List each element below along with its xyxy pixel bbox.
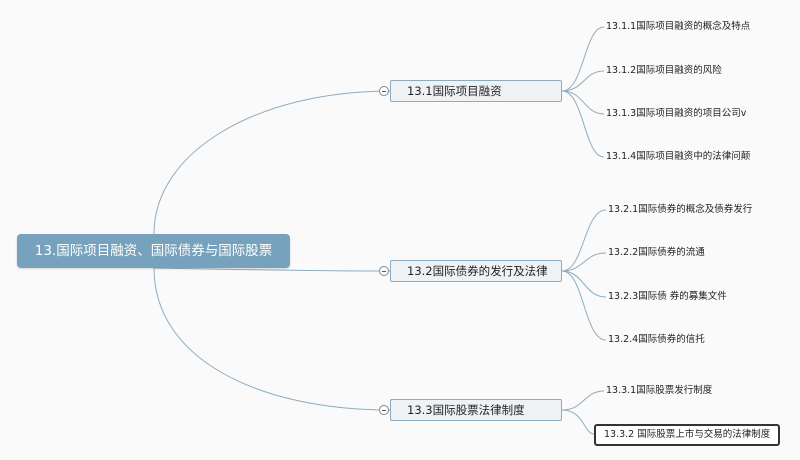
branch-topic[interactable]: 13.1国际项目融资 — [390, 80, 562, 102]
collapse-icon[interactable] — [379, 405, 389, 415]
root-topic[interactable]: 13.国际项目融资、国际债券与国际股票 — [17, 234, 290, 268]
collapse-icon[interactable] — [379, 86, 389, 96]
subtopic[interactable]: 13.2.2国际债券的流通 — [608, 247, 705, 258]
subtopic[interactable]: 13.1.3国际项目融资的项目公司v — [606, 108, 747, 119]
subtopic[interactable]: 13.1.2国际项目融资的风险 — [606, 65, 722, 76]
subtopic[interactable]: 13.2.4国际债券的信托 — [608, 334, 705, 345]
subtopic[interactable]: 13.2.1国际债券的概念及债券发行 — [608, 204, 753, 215]
subtopic[interactable]: 13.1.4国际项目融资中的法律问颠 — [606, 151, 751, 162]
subtopic[interactable]: 13.1.1国际项目融资的概念及特点 — [606, 21, 751, 32]
subtopic-selected[interactable]: 13.3.2 国际股票上市与交易的法律制度 — [594, 424, 781, 446]
branch-topic[interactable]: 13.3国际股票法律制度 — [390, 399, 562, 421]
subtopic[interactable]: 13.3.1国际股票发行制度 — [606, 385, 713, 396]
collapse-icon[interactable] — [379, 266, 389, 276]
subtopic[interactable]: 13.2.3国际债 券的募集文件 — [608, 291, 727, 302]
branch-topic[interactable]: 13.2国际债券的发行及法律 — [390, 260, 562, 282]
